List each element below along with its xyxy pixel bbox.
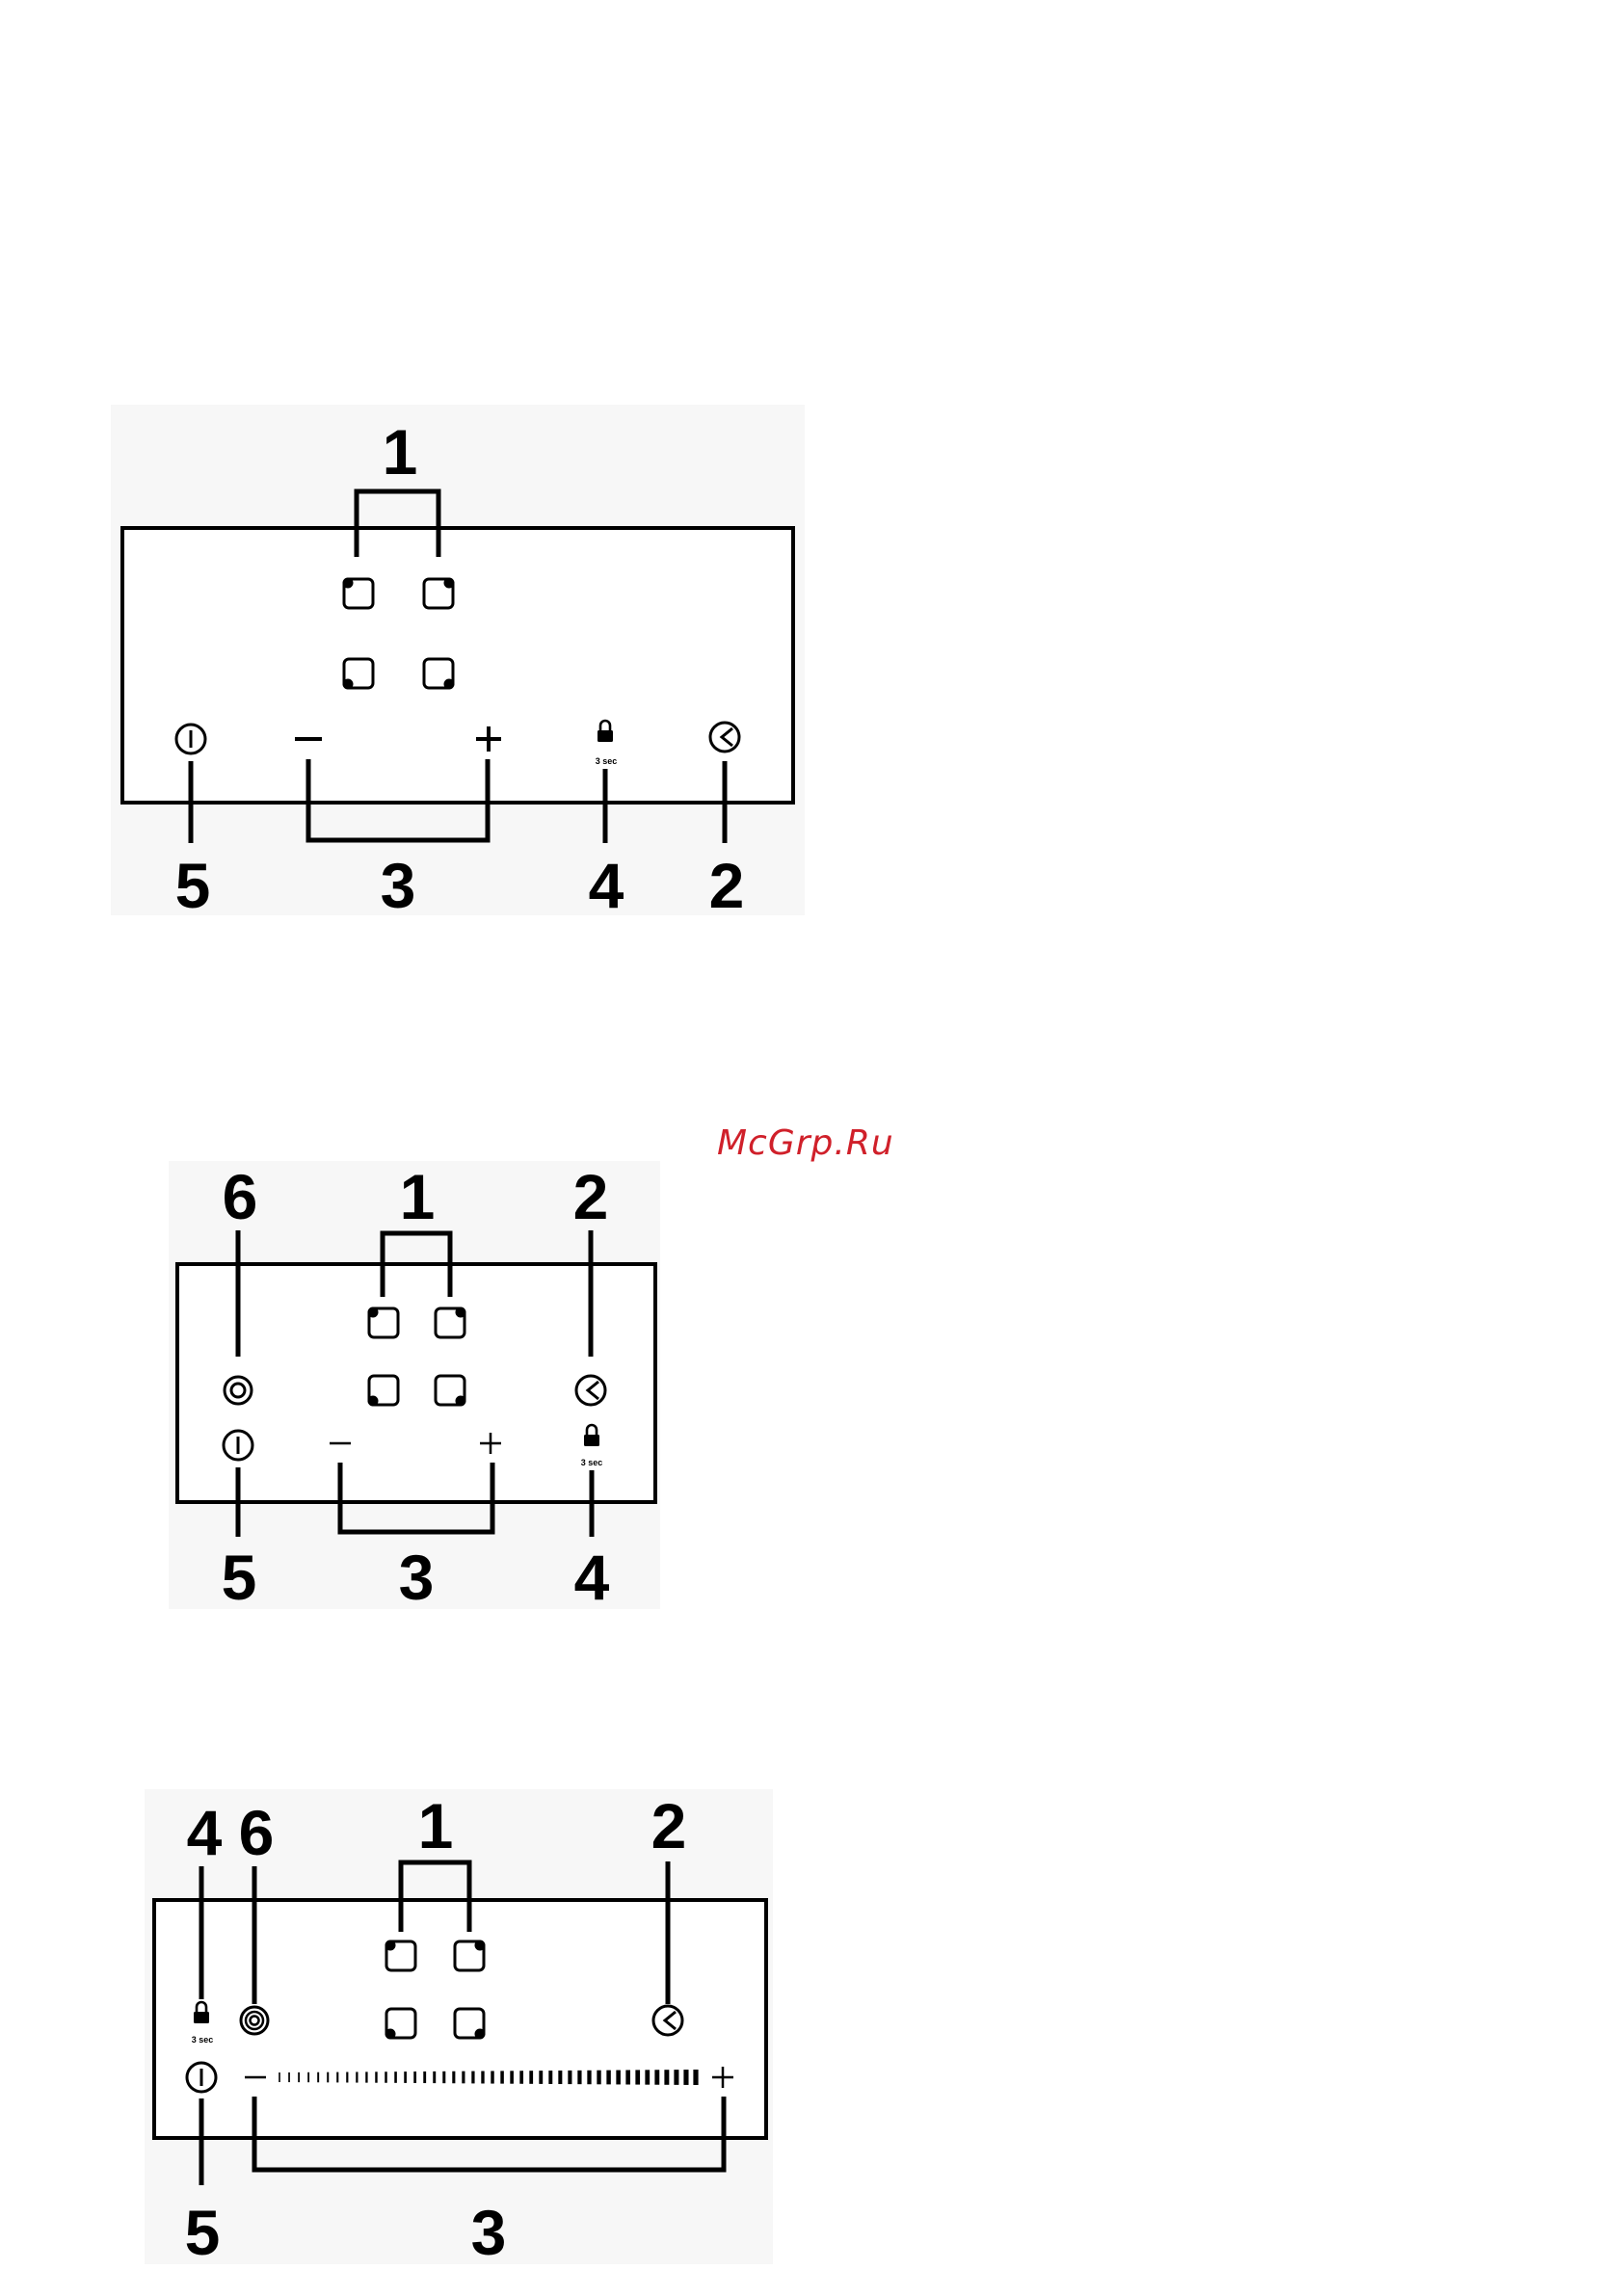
panel-3-callout-timer: 2 <box>651 1790 687 1861</box>
panel-1-callout-lock: 4 <box>589 850 624 921</box>
slider-tick <box>587 2071 591 2084</box>
slider-tick <box>645 2070 650 2084</box>
slider-tick <box>519 2071 523 2083</box>
panel-2-callout-lock: 4 <box>574 1542 610 1613</box>
slider-tick <box>375 2072 377 2082</box>
panel-2-lock-caption: 3 sec <box>581 1458 603 1467</box>
slider-tick <box>288 2072 290 2082</box>
slider-tick <box>548 2071 552 2084</box>
slider-tick <box>491 2071 493 2083</box>
panel-1-callout-timer: 2 <box>709 850 745 921</box>
slider-tick <box>635 2070 640 2084</box>
slider-tick <box>307 2072 309 2082</box>
slider-tick <box>500 2071 504 2083</box>
slider-tick <box>356 2072 358 2082</box>
panel-2-callout-power-level: 3 <box>399 1542 435 1613</box>
panel-3-callout-on-off: 5 <box>185 2197 221 2268</box>
panel-1-callout-zones: 1 <box>383 416 418 488</box>
slider-tick <box>413 2072 416 2083</box>
slider-tick <box>317 2072 319 2083</box>
panel-2-callout-zones: 1 <box>400 1161 436 1232</box>
slider-tick <box>462 2072 465 2084</box>
slider-tick <box>481 2072 484 2084</box>
watermark: McGrp.Ru <box>717 1123 894 1163</box>
slider-tick <box>346 2072 348 2083</box>
panel-3: 4 6 1 2 3 sec 5 3 <box>145 1789 773 2268</box>
slider-tick <box>327 2072 329 2083</box>
panel-3-callout-power-level: 3 <box>471 2197 507 2268</box>
slider-tick <box>683 2070 688 2085</box>
panel-3-lock-caption: 3 sec <box>192 2035 214 2045</box>
slider-tick <box>298 2072 300 2082</box>
panel-3-callout-zones: 1 <box>418 1790 454 1861</box>
panel-2: 1 6 2 5 3 3 sec 4 <box>169 1161 660 1613</box>
slider-tick <box>394 2072 397 2083</box>
slider-tick <box>606 2071 610 2085</box>
panel-3-callout-lock: 4 <box>187 1797 223 1868</box>
panel-2-callout-on-off: 5 <box>222 1542 257 1613</box>
slider-tick <box>625 2070 630 2084</box>
slider-tick <box>558 2071 562 2084</box>
panel-1-lock-caption: 3 sec <box>596 756 618 766</box>
panel-1-callout-power-level: 3 <box>381 850 416 921</box>
slider-tick <box>664 2070 669 2085</box>
slider-tick <box>510 2071 514 2083</box>
panel-1-frame <box>122 528 793 803</box>
slider-tick <box>597 2071 600 2085</box>
panel-1-callout-on-off: 5 <box>175 850 211 921</box>
slider-tick <box>365 2072 367 2082</box>
slider-tick <box>654 2070 659 2084</box>
slider-tick <box>385 2072 387 2083</box>
panel-2-callout-timer: 2 <box>573 1161 609 1232</box>
slider-tick <box>336 2072 338 2083</box>
panel-2-callout-boost: 6 <box>223 1161 258 1232</box>
slider-tick <box>279 2072 280 2082</box>
panel-3-callout-boost: 6 <box>239 1797 275 1868</box>
panel-1: 1 5 3 3 sec 4 2 <box>111 405 805 921</box>
slider-tick <box>539 2071 543 2084</box>
slider-tick <box>616 2071 621 2085</box>
slider-tick <box>674 2070 678 2085</box>
slider-tick <box>433 2072 436 2083</box>
slider-tick <box>471 2072 474 2084</box>
slider-tick <box>693 2070 698 2085</box>
slider-tick <box>577 2071 581 2084</box>
slider-tick <box>529 2071 533 2084</box>
slider-tick <box>452 2072 455 2084</box>
slider-tick <box>442 2072 445 2083</box>
slider-tick <box>404 2072 407 2083</box>
slider-tick <box>568 2071 571 2084</box>
slider-tick <box>423 2072 426 2083</box>
